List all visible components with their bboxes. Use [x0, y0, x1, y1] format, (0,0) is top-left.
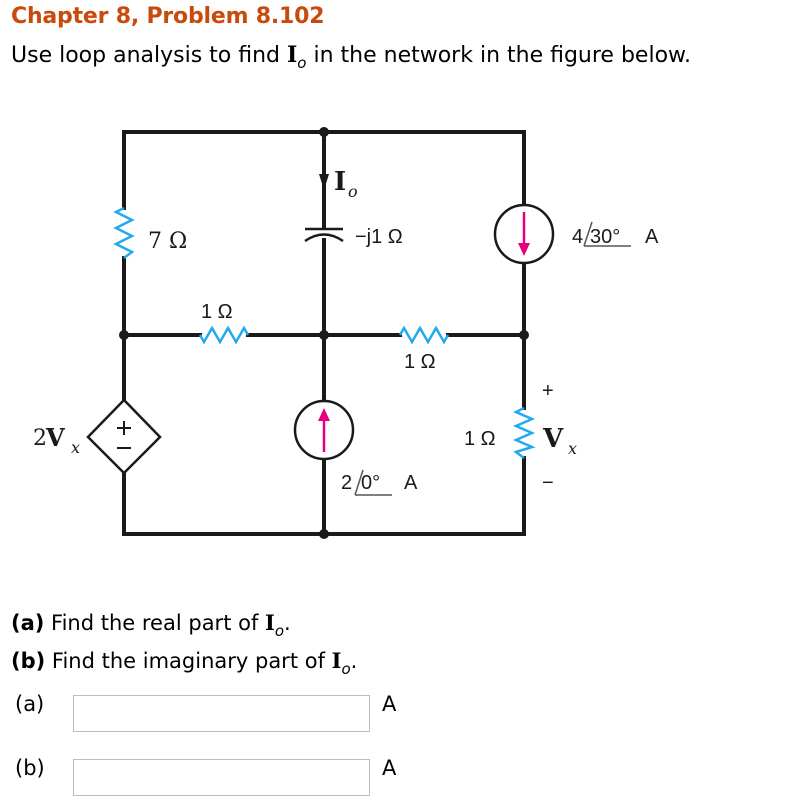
source-right-angle: 30°: [590, 226, 620, 248]
problem-title: Chapter 8, Problem 8.102: [11, 4, 325, 29]
source-right-unit: A: [645, 226, 659, 248]
vx-subscript: x: [568, 439, 577, 458]
resistor-7-ohm-label: 7 Ω: [148, 229, 187, 254]
current-io-label: I: [334, 167, 346, 197]
source-mid-magnitude: 2: [341, 472, 352, 494]
capacitor-label: −j1 Ω: [355, 226, 403, 248]
vx-minus-sign: −: [542, 472, 554, 494]
question-a: (a) Find the real part of Io.: [11, 610, 291, 640]
answer-a-input[interactable]: [73, 695, 370, 732]
vx-plus-sign: +: [542, 380, 554, 402]
circuit-nodes: [119, 127, 529, 539]
dep-source-coefficient: 2: [33, 426, 47, 451]
resistor-1-ohm-right-icon: [512, 406, 536, 459]
prompt-variable: I: [287, 42, 298, 68]
answer-b-label: (b): [15, 756, 45, 780]
source-mid-angle: 0°: [361, 472, 380, 494]
capacitor-icon: [304, 227, 344, 243]
dep-source-subscript: x: [71, 438, 80, 457]
prompt-text-start: Use loop analysis to find: [11, 43, 287, 68]
resistor-7-ohm-icon: [113, 206, 135, 259]
current-io-subscript: o: [348, 182, 358, 201]
resistor-1-ohm-mid-icon: [398, 325, 450, 345]
prompt-text-end: in the network in the figure below.: [306, 43, 692, 68]
question-b: (b) Find the imaginary part of Io.: [11, 648, 358, 678]
circuit-diagram: 7 Ω 1 Ω 1 Ω 1 Ω −j1 Ω I o 4 30° A 2 0° A…: [33, 127, 659, 539]
answer-a-unit: A: [382, 692, 397, 716]
vx-label: V: [542, 424, 564, 454]
answer-b-input[interactable]: [73, 759, 370, 796]
current-io-arrow-icon: [319, 174, 329, 190]
problem-prompt: Use loop analysis to find Io in the netw…: [11, 42, 692, 72]
question-list: (a) Find the real part of Io. (b) Find t…: [11, 605, 357, 681]
current-source-mid-icon: [293, 399, 355, 461]
prompt-variable-subscript: o: [297, 54, 307, 72]
answer-a-label: (a): [15, 692, 45, 716]
dependent-voltage-source-icon: [86, 398, 162, 475]
current-source-right-icon: [493, 203, 555, 265]
source-mid-unit: A: [404, 472, 418, 494]
source-right-magnitude: 4: [572, 226, 583, 248]
answer-b-unit: A: [382, 756, 397, 780]
resistor-1-ohm-right-label: 1 Ω: [464, 428, 496, 450]
resistor-1-ohm-top-icon: [198, 325, 250, 345]
resistor-1-ohm-mid-label: 1 Ω: [404, 351, 436, 373]
dep-source-variable: V: [45, 423, 65, 452]
resistor-1-ohm-top-label: 1 Ω: [201, 301, 233, 323]
